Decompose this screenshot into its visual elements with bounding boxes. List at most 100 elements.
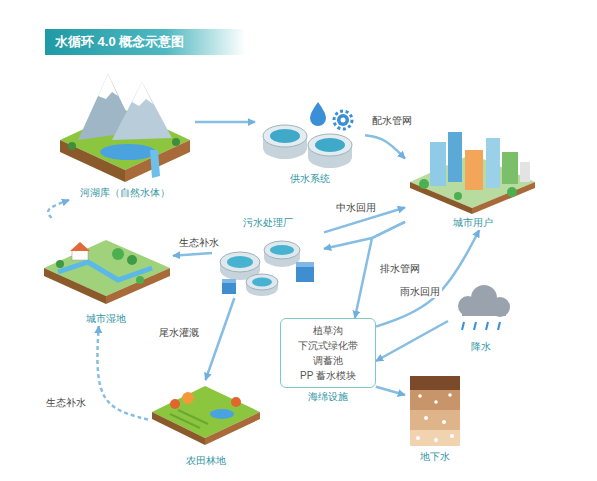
flow-arrow <box>206 298 235 380</box>
groundwater-illustration-part <box>450 434 454 438</box>
city-illustration-part <box>486 138 500 188</box>
farmland-illustration-part <box>170 414 200 428</box>
groundwater-illustration-part <box>442 420 446 424</box>
water-supply-illustration-part <box>308 134 352 156</box>
facility-item: 下沉式绿化带 <box>298 338 358 353</box>
node-label: 污水处理厂 <box>241 216 295 230</box>
rain-cloud-illustration <box>458 285 510 330</box>
rain-cloud-illustration-part <box>498 322 500 330</box>
wetland-illustration-part <box>72 250 88 260</box>
sewage-plant-illustration-part <box>296 266 314 282</box>
groundwater-illustration-part <box>416 436 420 440</box>
water-supply-illustration-part <box>310 102 326 126</box>
water-supply-illustration-part <box>334 111 352 129</box>
node-label: 海绵设施 <box>306 390 350 404</box>
city-illustration-part <box>454 192 462 200</box>
river-lake-illustration-part <box>100 144 156 160</box>
farmland-illustration-part <box>178 410 208 424</box>
node-label: 城市用户 <box>451 216 495 230</box>
node-label: 供水系统 <box>288 172 332 186</box>
groundwater-illustration-part <box>434 438 438 442</box>
sewage-plant-illustration-part <box>246 274 278 290</box>
rain-cloud-illustration-part <box>486 322 488 330</box>
city-illustration-part <box>410 182 472 214</box>
wetland-illustration-part <box>112 248 124 260</box>
node-label: 农田林地 <box>184 454 228 468</box>
wetland-illustration <box>44 240 170 304</box>
river-lake-illustration-part <box>98 74 118 99</box>
flow-arrow <box>173 253 212 256</box>
node-label: 河湖库（自然水体） <box>78 186 172 200</box>
farmland-illustration-part <box>152 386 260 438</box>
flow-arrow <box>376 230 479 327</box>
city-illustration-part <box>520 162 530 182</box>
flow-arrow <box>195 121 255 124</box>
city-illustration-part <box>430 142 446 186</box>
groundwater-illustration-part <box>448 393 452 397</box>
sewage-plant-illustration-part <box>222 282 236 294</box>
river-lake-illustration-part <box>132 82 153 106</box>
groundwater-illustration-part <box>410 430 460 446</box>
rain-cloud-illustration-part <box>462 322 464 330</box>
wetland-illustration-part <box>44 268 106 304</box>
farmland-illustration <box>152 386 260 445</box>
groundwater-illustration-part <box>418 394 422 398</box>
connector-group <box>48 122 479 420</box>
sewage-plant-illustration-part <box>220 252 260 272</box>
wetland-illustration-part <box>44 240 170 296</box>
flow-label: 生态补水 <box>177 236 221 249</box>
wetland-illustration-part <box>70 242 90 251</box>
farmland-illustration-part <box>152 412 205 445</box>
groundwater-illustration-part <box>434 400 438 404</box>
node-label: 城市湿地 <box>84 312 128 326</box>
sewage-plant-illustration-part <box>270 245 294 255</box>
sewage-plant-illustration <box>220 241 314 296</box>
sewage-plant-illustration-part <box>222 279 236 283</box>
node-label: 降水 <box>469 340 493 354</box>
sponge-facility-box: 植草沟下沉式绿化带调蓄池PP 蓄水模块 <box>280 318 376 388</box>
river-lake-illustration-part <box>68 142 76 150</box>
water-supply-illustration-part <box>341 118 346 123</box>
water-supply-illustration-part <box>270 129 300 143</box>
groundwater-illustration-part <box>424 416 428 420</box>
sewage-plant-illustration-part <box>227 256 253 268</box>
city-illustration-part <box>465 150 483 190</box>
flow-arrow <box>365 135 405 158</box>
title-banner: 水循环 4.0 概念示意图 <box>45 29 245 55</box>
city-illustration-part <box>448 132 462 182</box>
flow-label: 中水回用 <box>334 201 378 214</box>
flow-label: 生态补水 <box>44 396 88 409</box>
water-supply-illustration <box>263 102 352 168</box>
plant-node: 污水处理厂 <box>212 216 324 298</box>
flow-arrow <box>376 321 448 361</box>
flow-arrow <box>48 200 69 218</box>
groundwater-illustration <box>410 376 460 446</box>
water-body-node: 河湖库（自然水体） <box>55 68 195 200</box>
facility-item: 调蓄池 <box>313 353 343 368</box>
facility-item: 植草沟 <box>313 323 343 338</box>
farmland-illustration-part <box>170 399 180 409</box>
flow-arrow <box>324 222 405 249</box>
water-supply-illustration-part <box>315 138 345 152</box>
flow-arrow <box>376 387 405 395</box>
flow-label: 尾水灌溉 <box>157 326 201 339</box>
rain-node: 降水 <box>448 288 514 354</box>
flow-arrow <box>97 326 148 420</box>
flow-label: 配水管网 <box>370 114 414 127</box>
sewage-plant-illustration-part <box>252 278 272 287</box>
river-lake-illustration-part <box>150 150 160 178</box>
wetland-illustration-part <box>136 276 144 284</box>
city-node: 城市用户 <box>405 128 540 230</box>
wetland-node: 城市湿地 <box>38 218 173 326</box>
farmland-illustration-part <box>231 397 241 407</box>
sewage-plant-illustration-part <box>296 262 314 267</box>
water-supply-illustration-part <box>263 125 307 147</box>
node-label: 地下水 <box>418 450 452 464</box>
farmland-illustration-part <box>182 392 194 404</box>
wetland-illustration-part <box>56 260 64 268</box>
supply-node: 供水系统 <box>255 108 365 186</box>
sponge-node: 植草沟下沉式绿化带调蓄池PP 蓄水模块海绵设施 <box>280 318 376 404</box>
river-lake-illustration-part <box>112 82 172 140</box>
